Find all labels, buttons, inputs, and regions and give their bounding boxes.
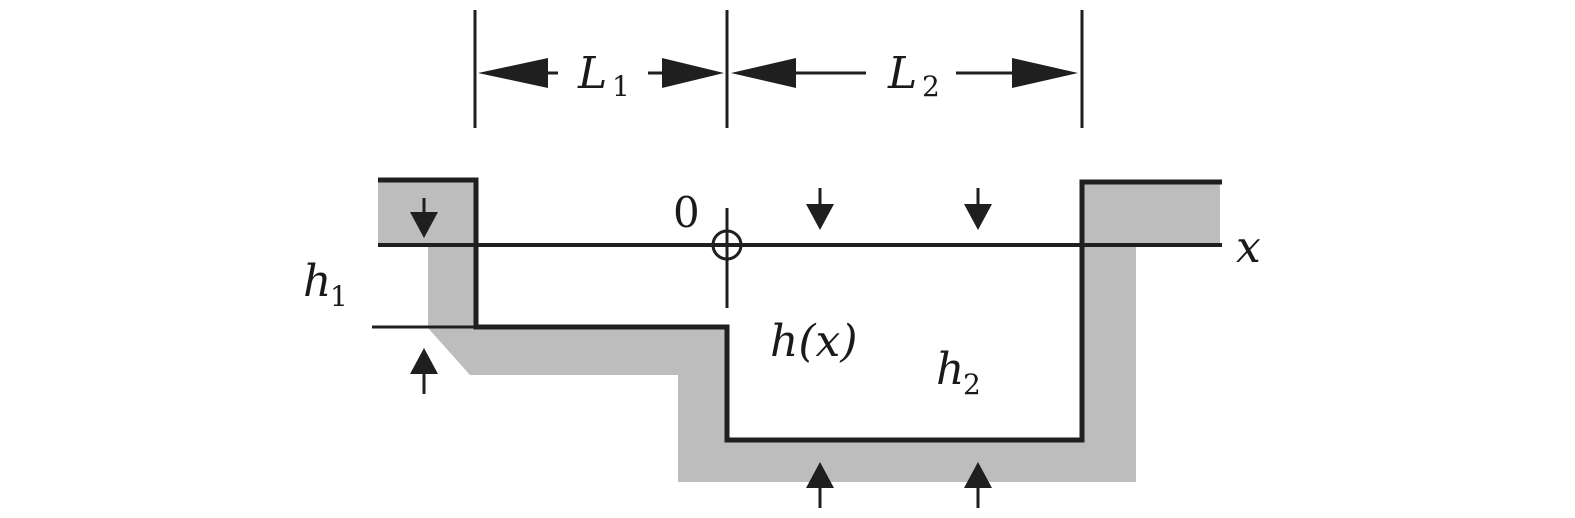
down-arrow-icon	[806, 188, 834, 230]
origin-label: 0	[673, 188, 700, 237]
up-arrow-icon	[806, 462, 834, 508]
up-arrow-icon	[410, 348, 438, 394]
h2-subscript: 2	[963, 368, 981, 401]
h1-label: h	[303, 256, 331, 307]
layer-band	[378, 178, 1220, 482]
l1-right-arrowhead-icon	[662, 58, 724, 88]
l2-dimension	[731, 58, 1078, 88]
channel-profile	[378, 177, 1222, 443]
down-arrow-icon	[410, 198, 438, 238]
l1-subscript: 1	[612, 70, 630, 103]
l1-left-arrowhead-icon	[478, 58, 548, 88]
l1-label: L	[577, 48, 607, 99]
l2-label: L	[887, 48, 917, 99]
l2-subscript: 2	[922, 70, 940, 103]
up-arrow-icon	[964, 462, 992, 508]
h1-subscript: 1	[330, 280, 348, 313]
l1-dimension	[478, 58, 724, 88]
down-arrow-icon	[964, 188, 992, 230]
l2-left-arrowhead-icon	[731, 58, 796, 88]
hx-label: h(x)	[770, 316, 857, 367]
origin-crosshair-icon	[710, 208, 744, 308]
h2-label: h	[936, 344, 964, 395]
l2-right-arrowhead-icon	[1012, 58, 1078, 88]
x-axis-label: x	[1236, 222, 1261, 273]
